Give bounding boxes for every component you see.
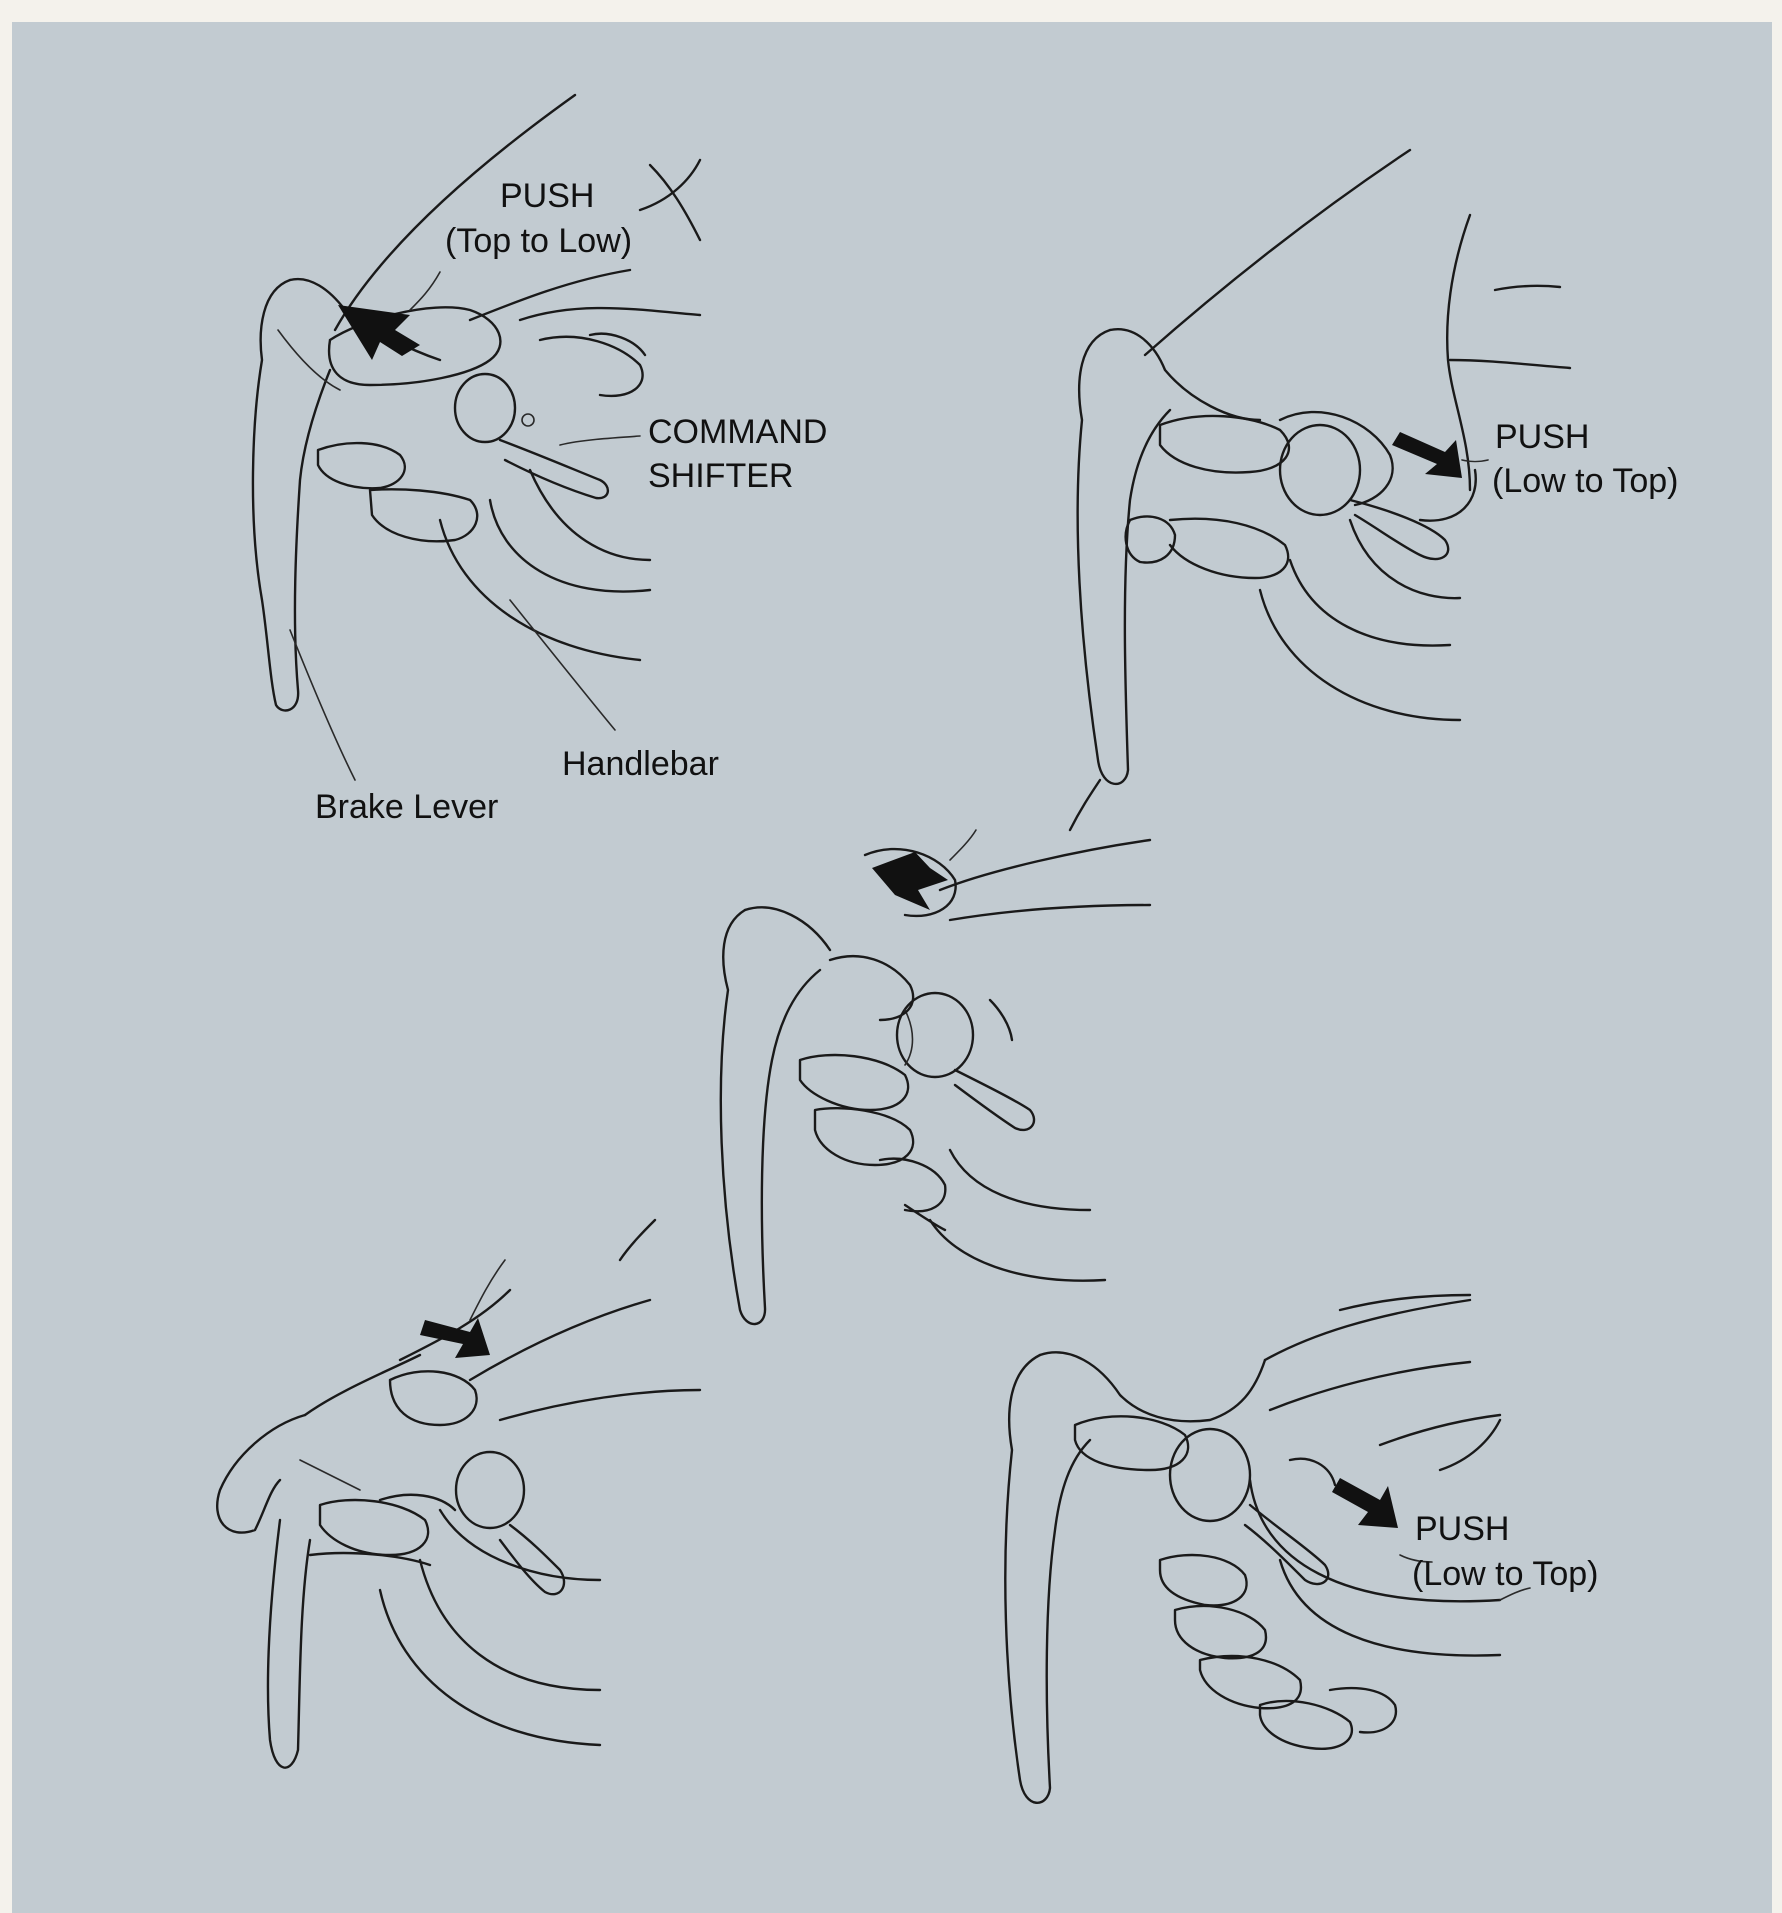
fig5-push-sub-label: (Low to Top) bbox=[1412, 1555, 1598, 1593]
fig5-push-label: PUSH bbox=[1415, 1510, 1509, 1548]
shifter-label: SHIFTER bbox=[648, 457, 793, 495]
fig2-shifter-knob bbox=[1280, 425, 1360, 515]
fig4-hand-outline bbox=[217, 1415, 305, 1533]
fig1-brake-lever bbox=[253, 280, 330, 710]
fig3-shifter-knob bbox=[897, 993, 973, 1077]
fig1-handlebar-leader bbox=[510, 600, 615, 730]
fig2-push-sub-label: (Low to Top) bbox=[1492, 462, 1678, 500]
fig4-brake-lever bbox=[268, 1520, 310, 1768]
handlebar-label: Handlebar bbox=[562, 745, 719, 783]
brake-lever-label: Brake Lever bbox=[315, 788, 498, 826]
fig1-push-label: PUSH bbox=[500, 177, 594, 215]
fig2-push-label: PUSH bbox=[1495, 418, 1589, 456]
figure-bottom-left bbox=[217, 1220, 700, 1768]
figure-top-left: PUSH (Top to Low) COMMAND SHIFTER Handle… bbox=[253, 95, 827, 826]
figure-top-right: PUSH (Low to Top) bbox=[1078, 150, 1679, 784]
fig2-push-arrow bbox=[1392, 432, 1462, 478]
figure-bottom-right: PUSH (Low to Top) bbox=[1005, 1295, 1598, 1803]
fig1-handlebar bbox=[490, 500, 650, 592]
fig5-push-arrow bbox=[1332, 1478, 1398, 1528]
fig2-brake-lever bbox=[1078, 330, 1170, 784]
fig1-brake-leader bbox=[290, 630, 355, 780]
command-label: COMMAND bbox=[648, 413, 827, 451]
fig4-push-arrow bbox=[420, 1318, 490, 1358]
fig5-brake-lever bbox=[1005, 1355, 1090, 1803]
fig1-push-arrow bbox=[338, 305, 420, 360]
fig4-shifter-knob bbox=[456, 1452, 524, 1528]
fig3-brake-lever bbox=[721, 910, 820, 1324]
figure-middle bbox=[721, 780, 1150, 1324]
fig1-shifter-knob bbox=[455, 374, 515, 442]
fig5-shifter-knob bbox=[1170, 1429, 1250, 1521]
fig1-push-sub-label: (Top to Low) bbox=[445, 222, 632, 260]
